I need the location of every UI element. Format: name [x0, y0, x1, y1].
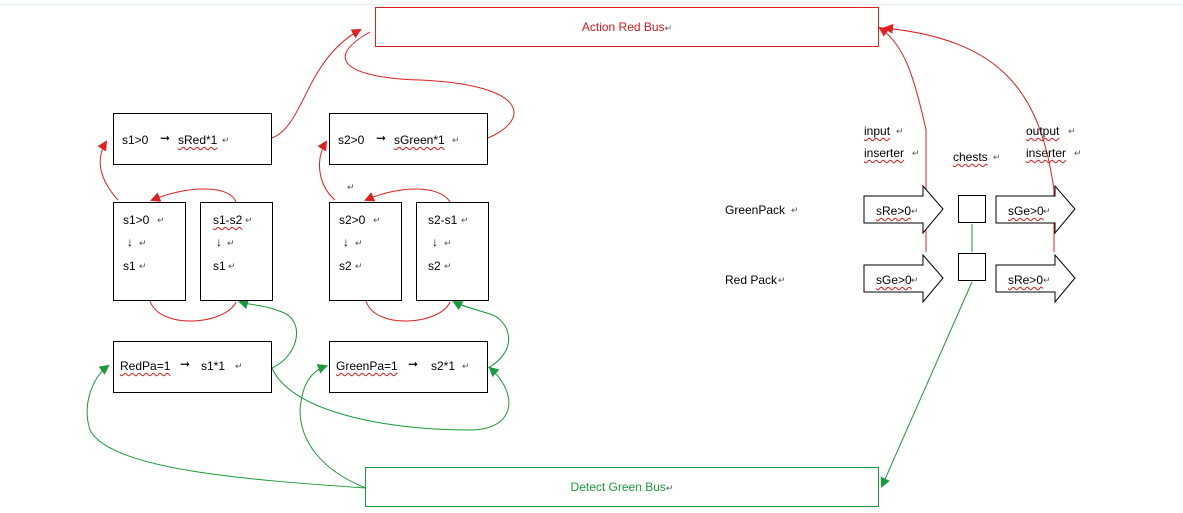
- green-wire-bus-to-greenpa: [299, 364, 367, 489]
- red-wire-c3-to-sgreen: [317, 140, 336, 201]
- rule-s2-sgreen: s2>0 ➞ sGreen*1 ↵: [329, 113, 488, 165]
- label-redpack: Red Pack: [725, 273, 778, 287]
- rule-s1-cond: s1>0: [122, 133, 149, 147]
- combinator-c1: s1>0 ↵ ↓ ↵ s1 ↵: [113, 202, 186, 301]
- rule-greenpa-result: s2*1: [431, 359, 456, 373]
- green-wire-greenpa-to-c4: [452, 301, 509, 369]
- top-border-line: [0, 4, 1183, 5]
- action-red-bus-label: Action Red Bus↵: [581, 20, 673, 34]
- label-greenpack: GreenPack: [725, 203, 786, 217]
- inserter-in-green-arrow: [863, 185, 944, 235]
- combinator-c4: s2-s1 ↵ ↓ ↵ s2 ↵: [416, 202, 489, 301]
- green-wire-redpa-to-c2: [238, 299, 297, 369]
- label-output-inserter: inserter: [1026, 146, 1067, 160]
- c3-top: s2>0: [339, 213, 366, 227]
- red-wire-c1-to-c2-bottom: [149, 300, 237, 322]
- red-wire-sgreen-to-bus: [344, 31, 515, 139]
- red-wire-c2-to-c1: [150, 188, 237, 203]
- red-wire-c4-to-c3: [364, 188, 451, 203]
- green-wire-chest-to-bus: [880, 281, 973, 488]
- inserter-out-red-arrow: [995, 254, 1076, 304]
- rule-s1-result: sRed*1: [178, 133, 218, 147]
- inserter-in-green-label: sRe>0: [876, 204, 912, 218]
- green-wire-bus-to-redpa: [86, 364, 367, 489]
- label-output: output: [1026, 124, 1060, 138]
- red-wire-c1-to-sred: [97, 140, 119, 201]
- label-input: input: [864, 124, 891, 138]
- detect-green-bus-label: Detect Green Bus↵: [570, 480, 674, 494]
- arrow-icon: ➞: [376, 131, 387, 145]
- rule-redpa-result: s1*1: [201, 359, 226, 373]
- c1-bottom: s1: [123, 259, 136, 273]
- red-wire-sred-to-bus: [271, 29, 362, 139]
- down-arrow-icon: ↓: [432, 235, 438, 249]
- c2-top: s1-s2: [213, 213, 243, 227]
- chest-green: [958, 195, 986, 223]
- chest-red: [958, 253, 986, 281]
- red-wire-input-to-bus: [878, 26, 927, 252]
- red-wire-output-to-bus: [883, 23, 1055, 252]
- arrow-icon: ➞: [408, 357, 419, 371]
- down-arrow-icon: ↓: [216, 235, 222, 249]
- inserter-in-red-label: sGe>0: [876, 273, 912, 287]
- c3-bottom: s2: [339, 259, 352, 273]
- combinator-c2: s1-s2 ↵ ↓ ↵ s1 ↵: [200, 202, 273, 301]
- c4-bottom: s2: [428, 259, 441, 273]
- rule-greenpa: GreenPa=1 ➞ s2*1 ↵: [329, 341, 488, 393]
- stray-para-mark: ↵: [347, 182, 355, 192]
- down-arrow-icon: ↓: [127, 235, 133, 249]
- red-wire-c3-to-c4-bottom: [365, 300, 451, 322]
- arrow-icon: ➞: [180, 357, 191, 371]
- inserter-in-red-arrow: [863, 254, 944, 304]
- label-chests: chests: [953, 150, 988, 164]
- c1-top: s1>0: [123, 213, 150, 227]
- arrow-icon: ➞: [160, 131, 171, 145]
- rule-s1-sred: s1>0 ➞ sRed*1 ↵: [113, 113, 272, 165]
- c2-bottom: s1: [213, 259, 226, 273]
- inserter-out-green-arrow: [995, 185, 1076, 235]
- rule-greenpa-cond: GreenPa=1: [336, 359, 398, 373]
- label-input-inserter: inserter: [864, 146, 905, 160]
- green-wire-redpa-loop: [271, 366, 510, 431]
- c4-top: s2-s1: [428, 213, 458, 227]
- rule-redpa: RedPa=1 ➞ s1*1 ↵: [113, 341, 272, 393]
- combinator-c3: s2>0 ↵ ↓ ↵ s2 ↵: [329, 202, 402, 301]
- inserter-out-green-label: sGe>0: [1008, 204, 1044, 218]
- down-arrow-icon: ↓: [343, 235, 349, 249]
- rule-s2-result: sGreen*1: [394, 133, 445, 147]
- inserter-out-red-label: sRe>0: [1008, 273, 1044, 287]
- action-red-bus: Action Red Bus↵: [375, 7, 879, 47]
- detect-green-bus: Detect Green Bus↵: [365, 467, 879, 507]
- rule-redpa-cond: RedPa=1: [120, 359, 171, 373]
- rule-s2-cond: s2>0: [338, 133, 365, 147]
